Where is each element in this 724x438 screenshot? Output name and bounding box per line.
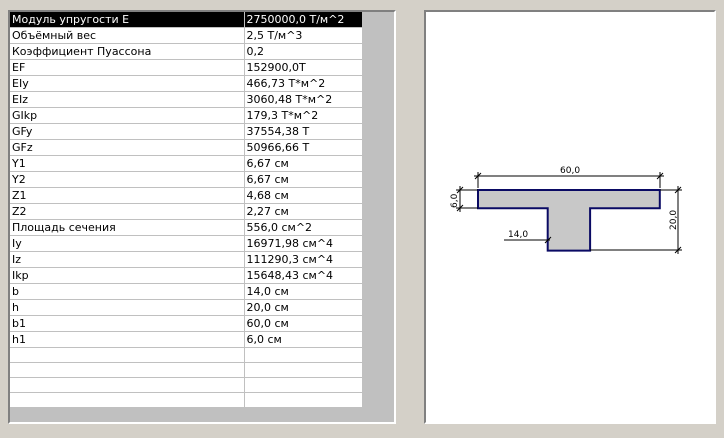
property-name-cell[interactable]: GIkp — [10, 107, 245, 124]
dim-b1-tick-left — [474, 172, 482, 180]
property-value-cell[interactable]: 60,0 см — [244, 315, 363, 332]
property-value-cell[interactable]: 556,0 см^2 — [244, 219, 363, 236]
property-value-cell[interactable]: 15648,43 см^4 — [244, 267, 363, 284]
property-name-cell[interactable]: h — [10, 299, 245, 316]
property-name-cell[interactable]: GFy — [10, 123, 245, 140]
property-value-cell[interactable]: 16971,98 см^4 — [244, 235, 363, 252]
empty-row[interactable] — [10, 347, 363, 363]
dim-b1-label: 60,0 — [560, 166, 580, 176]
property-name-cell[interactable]: Y1 — [10, 155, 245, 172]
empty-cell[interactable] — [10, 347, 245, 363]
property-name-cell[interactable]: EIz — [10, 91, 245, 108]
property-value-cell[interactable]: 179,3 Т*м^2 — [244, 107, 363, 124]
property-value-cell[interactable]: 111290,3 см^4 — [244, 251, 363, 268]
dim-h1-tick-top — [456, 186, 464, 194]
property-value-cell[interactable]: 6,67 см — [244, 171, 363, 188]
property-name-cell[interactable]: Площадь сечения — [10, 219, 245, 236]
empty-cell[interactable] — [10, 362, 245, 378]
property-name-cell[interactable]: Y2 — [10, 171, 245, 188]
empty-row[interactable] — [10, 392, 363, 408]
property-name-cell[interactable]: Z2 — [10, 203, 245, 220]
property-name-cell[interactable]: Объёмный вес — [10, 27, 245, 44]
property-value-cell[interactable]: 2,5 Т/м^3 — [244, 27, 363, 44]
property-value-cell[interactable]: 4,68 см — [244, 187, 363, 204]
section-drawing-panel: 60,0 6,0 20,0 14,0 — [424, 10, 716, 424]
property-value-cell[interactable]: 2,27 см — [244, 203, 363, 220]
property-name-cell[interactable]: Коэффициент Пуассона — [10, 43, 245, 60]
property-value-cell[interactable]: 3060,48 Т*м^2 — [244, 91, 363, 108]
property-name-cell[interactable]: GFz — [10, 139, 245, 156]
property-name-cell[interactable]: Z1 — [10, 187, 245, 204]
dim-h-tick-bottom — [674, 246, 682, 254]
dim-h-tick-top — [674, 186, 682, 194]
dim-b1-tick-right — [656, 172, 664, 180]
property-value-cell[interactable]: 466,73 Т*м^2 — [244, 75, 363, 92]
dim-b-label: 14,0 — [508, 230, 528, 240]
property-name-cell[interactable]: b — [10, 283, 245, 300]
property-name-cell[interactable]: b1 — [10, 315, 245, 332]
dim-h1-label: 6,0 — [450, 193, 460, 208]
dim-h-label: 20,0 — [669, 210, 679, 230]
empty-row[interactable] — [10, 362, 363, 378]
property-name-cell[interactable]: h1 — [10, 331, 245, 348]
empty-cell[interactable] — [244, 377, 363, 393]
empty-cell[interactable] — [244, 347, 363, 363]
property-name-cell[interactable]: EF — [10, 59, 245, 76]
property-value-cell[interactable]: 6,0 см — [244, 331, 363, 348]
property-value-cell[interactable]: 0,2 — [244, 43, 363, 60]
empty-cell[interactable] — [10, 392, 245, 408]
property-value-cell[interactable]: 2750000,0 Т/м^2 — [244, 12, 363, 28]
property-value-cell[interactable]: 50966,66 Т — [244, 139, 363, 156]
property-name-cell[interactable]: Модуль упругости E — [10, 12, 245, 28]
property-value-cell[interactable]: 20,0 см — [244, 299, 363, 316]
property-value-cell[interactable]: 6,67 см — [244, 155, 363, 172]
property-value-cell[interactable]: 37554,38 Т — [244, 123, 363, 140]
property-value-cell[interactable]: 152900,0Т — [244, 59, 363, 76]
t-section-drawing: 60,0 6,0 20,0 14,0 — [450, 166, 682, 254]
dim-h1-tick-bottom — [456, 204, 464, 212]
property-name-cell[interactable]: Iz — [10, 251, 245, 268]
empty-cell[interactable] — [10, 377, 245, 393]
property-name-cell[interactable]: Ikp — [10, 267, 245, 284]
empty-row[interactable] — [10, 377, 363, 393]
t-section-shape — [477, 189, 661, 252]
dim-b-tick — [544, 236, 552, 244]
property-name-cell[interactable]: EIy — [10, 75, 245, 92]
property-name-cell[interactable]: Iy — [10, 235, 245, 252]
empty-cell[interactable] — [244, 392, 363, 408]
empty-cell[interactable] — [244, 362, 363, 378]
property-value-cell[interactable]: 14,0 см — [244, 283, 363, 300]
